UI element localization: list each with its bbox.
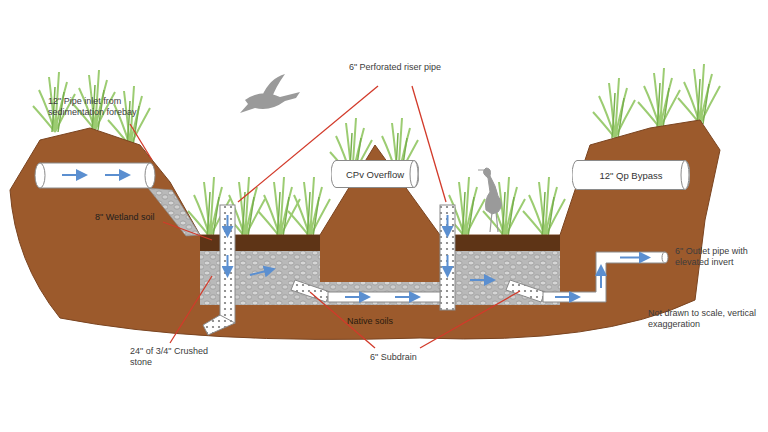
callout-label: 6" Outlet pipe with elevated invert	[675, 246, 763, 268]
callout-label: Native soils	[330, 316, 410, 327]
callout-label: Not drawn to scale, vertical exaggeratio…	[648, 308, 760, 330]
callout-label: 24" of 3/4" Crushed stone	[130, 346, 220, 368]
callout-label: 8" Wetland soil	[95, 212, 165, 223]
callout-label: 6" Subdrain	[370, 352, 440, 363]
pipe-label: 12" Qp Bypass	[572, 170, 690, 181]
callout-label: 12" Pipe inlet from sedimentation foreba…	[48, 96, 178, 118]
pipe-cylinder: 12" Qp Bypass	[572, 160, 690, 190]
pipe-label: CPv Overflow	[331, 169, 419, 180]
callout-label: 6" Perforated riser pipe	[340, 62, 450, 73]
pipe-cylinder: CPv Overflow	[331, 160, 419, 188]
